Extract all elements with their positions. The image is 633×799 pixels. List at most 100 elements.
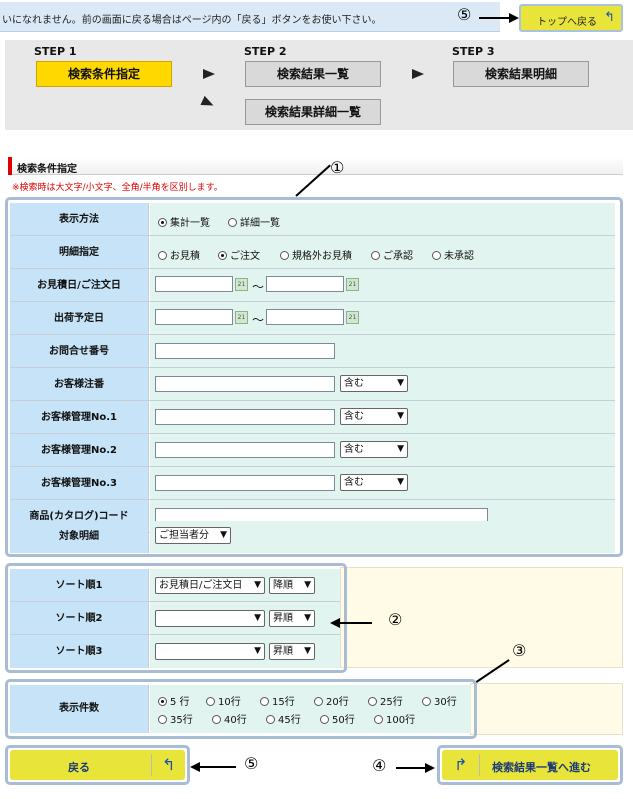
calendar-icon[interactable]: 21 (235, 278, 248, 291)
row-target: 対象明細 ご担当者分▼ (10, 521, 615, 553)
callout-3: ③ (512, 641, 527, 660)
row-ship-date: 出荷予定日 21 ～ 21 (10, 302, 615, 335)
callout-5-top: ⑤ (457, 5, 472, 24)
count-filler (470, 683, 623, 735)
count-35[interactable]: 35行 (158, 711, 193, 726)
count-25[interactable]: 25行 (368, 693, 403, 708)
row-order-date: お見積日/ご注文日 21 ～ 21 (10, 269, 615, 302)
calendar-icon[interactable]: 21 (235, 311, 248, 324)
back-to-top-button[interactable]: トップへ戻る ↰ (519, 4, 623, 32)
sort3-field-select[interactable]: ▼ (155, 643, 265, 660)
calendar-icon[interactable]: 21 (346, 278, 359, 291)
proceed-to-results-button[interactable]: ↱ 検索結果一覧へ進む (437, 745, 623, 785)
callout-arrowhead (190, 762, 200, 772)
chevron-down-icon: ▼ (397, 444, 404, 454)
calendar-icon[interactable]: 21 (346, 311, 359, 324)
chevron-down-icon: ▼ (254, 580, 261, 590)
chevron-down-icon: ▼ (254, 646, 261, 656)
callout-4: ④ (372, 756, 387, 775)
section-title: 検索条件指定 (8, 157, 623, 175)
notice-text: いになれません。前の画面に戻る場合はページ内の「戻る」ボタンをお使い下さい。 (2, 15, 382, 26)
callout-arrowhead (330, 618, 340, 628)
callout-arrowhead (425, 763, 435, 773)
count-frame (5, 679, 477, 739)
callout-1: ① (330, 158, 345, 177)
sort-row-1: ソート順1 お見積日/ご注文日▼ 降順▼ (10, 569, 340, 602)
target-select[interactable]: ご担当者分▼ (155, 527, 231, 544)
mgmt2-match-select[interactable]: 含む▼ (340, 441, 408, 458)
step2-box: 検索結果一覧 (245, 61, 381, 87)
inquiry-no-input[interactable] (155, 343, 335, 359)
row-inquiry-no: お問合せ番号 (10, 335, 615, 368)
radio-unapproved[interactable]: 未承認 (432, 247, 474, 262)
callout-arrow (479, 17, 511, 19)
callout-arrow (396, 767, 426, 769)
row-detail-type: 明細指定 お見積 ご注文 規格外お見積 ご承認 未承認 (10, 236, 615, 269)
sort1-field-select[interactable]: お見積日/ご注文日▼ (155, 577, 265, 594)
step-arrow-down-icon (200, 95, 216, 111)
order-date-from-input[interactable] (155, 276, 233, 292)
count-20[interactable]: 20行 (314, 693, 349, 708)
sort2-order-select[interactable]: 昇順▼ (269, 610, 315, 627)
step1-label: STEP 1 (34, 45, 77, 58)
ship-date-from-input[interactable] (155, 309, 233, 325)
radio-estimate[interactable]: お見積 (158, 247, 200, 262)
count-10[interactable]: 10行 (206, 693, 241, 708)
radio-detail[interactable]: 詳細一覧 (228, 214, 280, 229)
forward-arrow-icon: ↱ (454, 755, 468, 774)
step1-box: 検索条件指定 (36, 61, 172, 87)
back-button[interactable]: 戻る ↰ (5, 745, 190, 785)
step-arrow-icon (203, 69, 215, 79)
mgmt3-match-select[interactable]: 含む▼ (340, 474, 408, 491)
chevron-down-icon: ▼ (220, 530, 227, 540)
radio-approved[interactable]: ご承認 (371, 247, 413, 262)
ship-date-to-input[interactable] (266, 309, 344, 325)
step2b-box: 検索結果詳細一覧 (245, 99, 381, 125)
mgmt3-input[interactable] (155, 475, 335, 491)
chevron-down-icon: ▼ (397, 411, 404, 421)
step2-label: STEP 2 (244, 45, 287, 58)
chevron-down-icon: ▼ (304, 580, 311, 590)
count-30[interactable]: 30行 (422, 693, 457, 708)
count-45[interactable]: 45行 (266, 711, 301, 726)
case-note: ※検索時は大文字/小文字、全角/半角を区別します。 (12, 183, 223, 193)
chevron-down-icon: ▼ (254, 613, 261, 623)
sort2-field-select[interactable]: ▼ (155, 610, 265, 627)
step-arrow-icon (412, 69, 424, 79)
row-mgmt3: お客様管理No.3 含む▼ (10, 467, 615, 500)
count-40[interactable]: 40行 (212, 711, 247, 726)
count-5[interactable]: 5 行 (158, 693, 190, 708)
count-100[interactable]: 100行 (374, 711, 415, 726)
sort-row-2: ソート順2 ▼ 昇順▼ (10, 602, 340, 635)
chevron-down-icon: ▼ (397, 378, 404, 388)
mgmt1-input[interactable] (155, 409, 335, 425)
row-display-method: 表示方法 集計一覧 詳細一覧 (10, 203, 615, 236)
callout-arrow (200, 766, 236, 768)
sort-frame (5, 563, 347, 673)
customer-order-match-select[interactable]: 含む▼ (340, 375, 408, 392)
callout-arrow (340, 622, 372, 624)
mgmt1-match-select[interactable]: 含む▼ (340, 408, 408, 425)
count-50[interactable]: 50行 (320, 711, 355, 726)
return-arrow-icon: ↰ (604, 10, 615, 25)
chevron-down-icon: ▼ (304, 646, 311, 656)
callout-5-bottom: ⑤ (244, 754, 259, 773)
step-indicator: STEP 1 検索条件指定 STEP 2 検索結果一覧 STEP 3 検索結果明… (5, 40, 633, 130)
row-count: 表示件数 5 行 10行 15行 20行 25行 30行 35行 40行 45行… (10, 685, 471, 733)
sort3-order-select[interactable]: 昇順▼ (269, 643, 315, 660)
sort1-order-select[interactable]: 降順▼ (269, 577, 315, 594)
radio-summary[interactable]: 集計一覧 (158, 214, 210, 229)
callout-arrowhead (509, 13, 519, 23)
row-mgmt1: お客様管理No.1 含む▼ (10, 401, 615, 434)
sort-filler (340, 567, 623, 668)
radio-order[interactable]: ご注文 (218, 247, 260, 262)
step3-box: 検索結果明細 (453, 61, 589, 87)
search-form-frame (5, 197, 623, 557)
chevron-down-icon: ▼ (397, 477, 404, 487)
mgmt2-input[interactable] (155, 442, 335, 458)
radio-nonstandard[interactable]: 規格外お見積 (280, 247, 352, 262)
count-15[interactable]: 15行 (260, 693, 295, 708)
customer-order-input[interactable] (155, 376, 335, 392)
order-date-to-input[interactable] (266, 276, 344, 292)
step3-label: STEP 3 (452, 45, 495, 58)
